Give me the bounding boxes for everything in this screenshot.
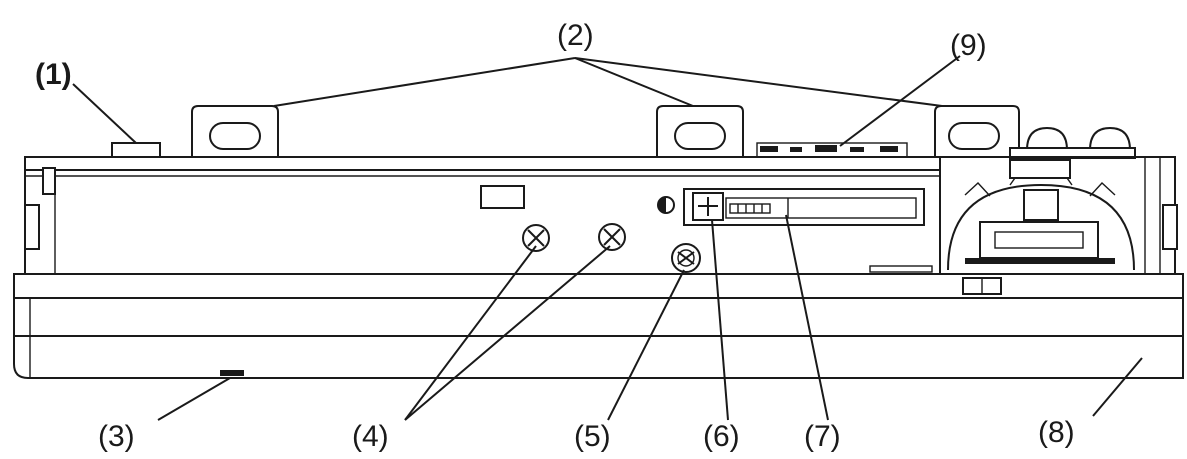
front-part-3 bbox=[220, 370, 244, 376]
plus-button-6 bbox=[683, 188, 925, 226]
screw-5 bbox=[671, 243, 701, 273]
callout-label-9: (9) bbox=[950, 29, 987, 62]
screw-4-left bbox=[522, 224, 550, 252]
mounting-bracket-middle bbox=[656, 105, 744, 158]
callout-label-4: (4) bbox=[352, 420, 389, 453]
callout-label-3: (3) bbox=[98, 420, 135, 453]
mounting-bracket-right bbox=[934, 105, 1020, 158]
left-edge-clips bbox=[24, 167, 1178, 250]
right-mechanism bbox=[869, 159, 1135, 295]
callout-label-5: (5) bbox=[574, 420, 611, 453]
mounting-bracket-left bbox=[191, 105, 279, 158]
slot-7 bbox=[725, 197, 917, 219]
callout-label-7: (7) bbox=[804, 420, 841, 453]
callout-label-8: (8) bbox=[1038, 416, 1075, 449]
housing-window bbox=[480, 185, 525, 209]
screw-4-right bbox=[598, 223, 626, 251]
callout-label-6: (6) bbox=[703, 420, 740, 453]
top-dome-components bbox=[1009, 126, 1136, 159]
led-indicator bbox=[657, 196, 675, 214]
callout-label-2: (2) bbox=[557, 19, 594, 52]
leader-lines bbox=[72, 55, 1143, 421]
circuit-board-9 bbox=[756, 142, 908, 158]
callout-label-1: (1) bbox=[35, 58, 72, 91]
top-component-1 bbox=[111, 142, 161, 158]
front-cover-8 bbox=[13, 273, 1184, 379]
